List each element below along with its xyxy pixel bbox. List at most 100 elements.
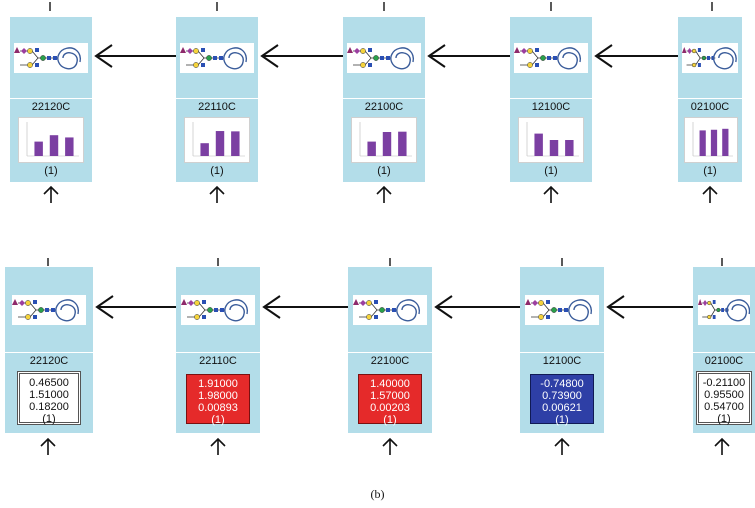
bar <box>65 137 74 156</box>
arrow-up-icon <box>40 437 56 455</box>
top-card-2: 22110C (1) <box>176 17 258 182</box>
mini-chart-svg <box>192 122 245 157</box>
value-2: 1.51000 <box>29 389 69 401</box>
bottom-card-2: 22110C 1.91000 1.98000 0.00893 (1) <box>176 267 260 433</box>
glycan-code: 22120C <box>29 355 69 367</box>
value-3: 0.18200 <box>29 401 69 413</box>
arrow-up-icon <box>714 437 730 455</box>
count-label: (1) <box>717 413 731 425</box>
arrow-up-icon <box>376 185 392 203</box>
glycan-drawing <box>14 46 82 69</box>
value-1: 0.46500 <box>29 377 69 389</box>
glycan-drawing <box>180 46 248 69</box>
arrow-up-icon <box>210 437 226 455</box>
arrow-left-icon <box>594 44 678 68</box>
glycan-drawing <box>682 46 737 69</box>
value-2: 0.73900 <box>542 390 582 402</box>
bar <box>710 129 718 156</box>
bar <box>215 131 225 156</box>
top-card-3: 22100C (1) <box>343 17 425 182</box>
bar <box>699 130 706 156</box>
count-label: (1) <box>555 414 569 426</box>
glycan-drawing <box>353 298 421 321</box>
glycan-drawing <box>514 46 582 69</box>
top-card-4: 12100C (1) <box>510 17 592 182</box>
bar-chart-mini <box>18 117 84 163</box>
glycan-structure-icon <box>698 294 751 325</box>
glycan-code: 02100C <box>690 101 730 113</box>
glycan-structure-icon <box>181 294 255 325</box>
count-label: (1) <box>44 165 58 177</box>
bar <box>534 133 543 156</box>
bottom-card-1: 22120C 0.46500 1.51000 0.18200 (1) <box>5 267 93 433</box>
glycan-code: 12100C <box>542 355 582 367</box>
glycan-panel <box>176 17 258 98</box>
triangle-glyph <box>353 298 359 305</box>
glycan-drawing <box>525 298 593 321</box>
value-3: 0.54700 <box>704 401 744 413</box>
bar <box>231 131 240 156</box>
glycan-structure-icon <box>525 294 599 325</box>
glycan-panel <box>678 17 742 98</box>
bar <box>49 135 59 156</box>
triangle-glyph <box>180 46 186 53</box>
triangle-glyph <box>698 298 703 305</box>
bar <box>200 143 209 156</box>
count-label: (1) <box>544 165 558 177</box>
bar-chart-mini <box>184 117 250 163</box>
bar <box>367 141 376 156</box>
arrow-up-icon <box>543 185 559 203</box>
count-label: (1) <box>211 414 225 426</box>
arrow-left-icon <box>262 295 348 319</box>
value-box: 0.46500 1.51000 0.18200 (1) <box>17 371 81 425</box>
value-box: 1.91000 1.98000 0.00893 (1) <box>186 374 250 426</box>
arrow-left-icon <box>606 295 693 319</box>
value-box: -0.21100 0.95500 0.54700 (1) <box>696 371 752 425</box>
mini-chart-svg <box>26 122 79 157</box>
bar <box>565 140 574 156</box>
bar-chart-mini <box>351 117 417 163</box>
value-2: 0.95500 <box>704 389 744 401</box>
arrow-left-icon <box>427 44 510 68</box>
count-label: (1) <box>383 414 397 426</box>
bar <box>34 141 43 156</box>
glycan-code: 22110C <box>198 101 236 113</box>
glycan-drawing <box>12 298 80 321</box>
bar-chart-mini <box>518 117 584 163</box>
bar <box>398 131 407 156</box>
arrow-up-icon <box>209 185 225 203</box>
glycan-code: 02100C <box>704 355 744 367</box>
glycan-panel <box>520 267 604 352</box>
triangle-glyph <box>181 298 187 305</box>
glycan-panel <box>10 17 92 98</box>
mini-chart-svg <box>359 122 412 157</box>
triangle-glyph <box>12 298 18 305</box>
glycan-drawing <box>347 46 415 69</box>
glycan-code: 22100C <box>370 355 410 367</box>
triangle-glyph <box>682 46 687 53</box>
value-1: -0.21100 <box>702 377 746 389</box>
glycan-structure-icon <box>14 42 88 73</box>
arrow-left-icon <box>434 295 520 319</box>
glycan-structure-icon <box>514 42 588 73</box>
glycan-structure-icon <box>347 42 421 73</box>
top-card-1: 22120C (1) <box>10 17 92 182</box>
arrow-left-icon <box>95 295 176 319</box>
triangle-glyph <box>14 46 20 53</box>
value-1: 1.40000 <box>370 378 410 390</box>
bar-chart-mini <box>684 117 738 163</box>
value-box: -0.74800 0.73900 0.00621 (1) <box>530 374 594 426</box>
arrow-left-icon <box>94 44 176 68</box>
value-2: 1.57000 <box>370 390 410 402</box>
glycan-panel <box>693 267 755 352</box>
top-card-5: 02100C (1) <box>678 17 742 182</box>
bottom-card-5: 02100C -0.21100 0.95500 0.54700 (1) <box>693 267 755 433</box>
glycan-panel <box>348 267 432 352</box>
glycan-code: 12100C <box>531 101 571 113</box>
bar <box>549 140 559 156</box>
glycan-drawing <box>698 298 751 321</box>
value-1: -0.74800 <box>540 378 584 390</box>
count-label: (1) <box>210 165 224 177</box>
